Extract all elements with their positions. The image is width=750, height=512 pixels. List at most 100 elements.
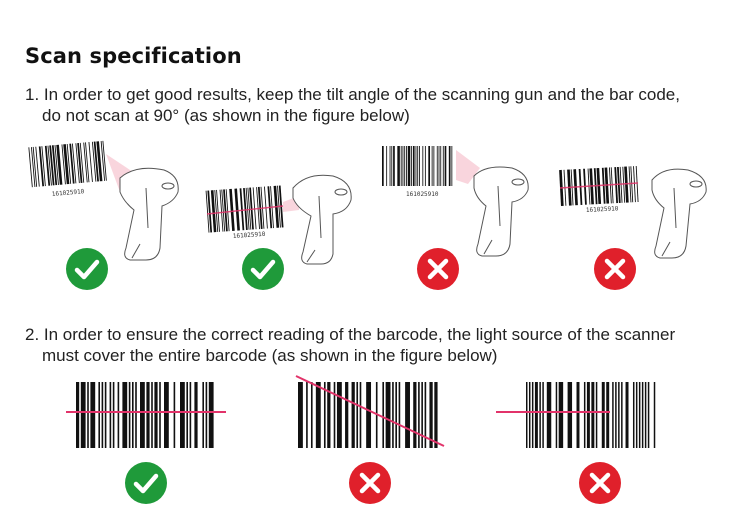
barcode-bar <box>44 145 51 186</box>
check-icon <box>66 248 108 290</box>
barcode-bar <box>638 382 641 448</box>
barcode-bar <box>38 146 45 187</box>
barcode-bar <box>298 382 303 448</box>
barcode-bar <box>391 146 393 186</box>
barcode-bar <box>555 382 558 448</box>
barcode-bar <box>90 382 96 448</box>
barcode-bar <box>71 143 77 184</box>
barcode-bar <box>109 382 112 448</box>
barcode-bar <box>434 382 438 448</box>
barcode-bar <box>306 382 308 448</box>
barcode-bar <box>433 146 435 186</box>
barcode-bar <box>542 382 544 448</box>
barcode-bar <box>356 382 359 448</box>
barcode-bar <box>96 141 103 182</box>
barcode-bar <box>606 382 610 448</box>
scanner-drawing <box>651 168 707 259</box>
barcode-bar <box>41 146 46 187</box>
barcode-bar <box>80 382 86 448</box>
barcode-bar <box>49 145 55 186</box>
barcode-number: 161025910 <box>406 191 439 198</box>
barcode-bar <box>327 382 331 448</box>
barcode-bar <box>229 188 235 231</box>
barcode-bar <box>625 382 629 448</box>
check-icon <box>242 248 284 290</box>
barcode-bar <box>31 147 36 188</box>
barcode-bar <box>310 382 313 448</box>
barcode <box>76 382 214 448</box>
barcode-bar <box>405 382 410 448</box>
barcode-bar <box>180 382 185 448</box>
barcode-bar <box>122 382 128 448</box>
barcode-bar <box>164 382 169 448</box>
barcode-bar <box>69 143 75 184</box>
barcode-bar <box>101 382 104 448</box>
barcode-bar <box>366 382 372 448</box>
barcode-bar <box>85 142 90 183</box>
barcode-bar <box>406 146 407 186</box>
coverage-example-full <box>66 378 230 452</box>
barcode-bar <box>76 382 80 448</box>
tilt-example-2: 161025910 <box>203 166 363 276</box>
barcode-bar <box>617 166 621 203</box>
barcode-bar <box>243 187 248 230</box>
barcode-bar <box>397 146 400 186</box>
barcode-bar <box>653 382 656 448</box>
coverage-example-partial <box>496 378 660 452</box>
instruction-2: 2. In order to ensure the correct readin… <box>25 324 675 366</box>
barcode-bar <box>66 143 72 184</box>
barcode-bar <box>345 382 349 448</box>
barcode-bar <box>154 382 158 448</box>
barcode-bar <box>51 145 58 186</box>
barcode-bar <box>641 382 644 448</box>
barcode-bar <box>440 146 442 186</box>
barcode-bar <box>407 146 411 186</box>
barcode-bar <box>412 146 415 186</box>
barcode-bar <box>159 382 161 448</box>
barcode-bar <box>444 146 447 186</box>
barcode-bar <box>202 382 204 448</box>
barcode-bar <box>88 142 93 182</box>
barcode-bar <box>644 382 647 448</box>
barcode-bar <box>415 146 417 186</box>
barcode-bar <box>612 382 614 448</box>
barcode-bar <box>223 189 228 232</box>
barcode-bar <box>528 382 531 448</box>
barcode-bar <box>135 382 137 448</box>
barcode-number: 161025910 <box>233 231 266 240</box>
instruction-1: 1. In order to get good results, keep th… <box>25 84 680 126</box>
barcode-bar <box>431 146 433 186</box>
barcode-bar <box>359 382 362 448</box>
barcode-bar <box>635 382 638 448</box>
barcode-bar <box>428 146 431 186</box>
coverage-example-diagonal <box>294 374 450 454</box>
barcode-bar <box>63 144 70 185</box>
barcode-bar <box>186 382 188 448</box>
instruction-2-line-2: must cover the entire barcode (as shown … <box>42 346 498 365</box>
barcode-bar <box>247 187 252 230</box>
barcode-bar <box>151 382 153 448</box>
tilt-example-1: 161025910 <box>28 136 188 270</box>
barcode <box>205 185 284 233</box>
barcode-bar <box>245 187 250 230</box>
barcode-bar <box>77 142 83 183</box>
barcode-bar <box>413 382 417 448</box>
barcode-bar <box>583 382 586 448</box>
barcode-bar <box>351 382 355 448</box>
cross-icon <box>579 462 621 504</box>
scanner-drawing <box>119 167 179 261</box>
barcode-bar <box>429 382 433 448</box>
check-icon <box>125 462 167 504</box>
barcode-bar <box>315 382 321 448</box>
barcode-bar <box>436 146 438 186</box>
barcode-bar <box>32 146 38 187</box>
barcode <box>298 382 438 448</box>
barcode-bar <box>615 382 617 448</box>
barcode-bar <box>635 166 639 203</box>
barcode-bar <box>539 382 541 448</box>
barcode-bar <box>216 189 220 232</box>
barcode-bar <box>93 141 99 182</box>
barcode-bar <box>392 382 394 448</box>
barcode-bar <box>393 146 395 186</box>
tilt-example-3: 161025910 <box>380 140 540 270</box>
